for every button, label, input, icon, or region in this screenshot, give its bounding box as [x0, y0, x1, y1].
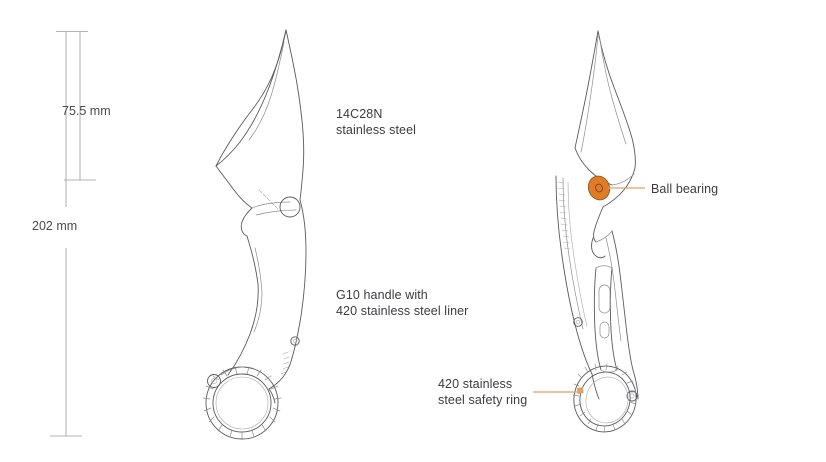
- safety-ring-bore: [215, 376, 269, 430]
- safety-ring-bore-right: [585, 376, 629, 424]
- handle-screw-right-upper: [573, 317, 583, 327]
- ball-bearing-center: [595, 183, 603, 193]
- safety-ring-outer: [205, 366, 279, 440]
- knife-open-view: [202, 29, 307, 440]
- ring-screw: [207, 374, 221, 388]
- pivot-hole: [279, 196, 301, 218]
- safety-ring-highlight: [577, 387, 584, 394]
- blade-steel-callout: 14C28N stainless steel: [336, 107, 417, 137]
- handle-screw-right-lower: [626, 390, 638, 402]
- overall-length-label: 202 mm: [32, 219, 78, 233]
- ring-screw-inner: [211, 378, 217, 384]
- clip-cutout-upper: [598, 284, 611, 314]
- safety-ring-inner: [212, 373, 272, 433]
- knife-closed-view: [555, 30, 639, 433]
- ball-bearing-marker: [587, 175, 611, 201]
- safety-ring-inner-right: [579, 371, 631, 427]
- safety-ring-teeth: [202, 366, 282, 440]
- blade-length-label: 75.5 mm: [62, 104, 111, 118]
- safety-ring-teeth-right: [572, 363, 637, 433]
- clip-cutout-lower: [599, 321, 610, 339]
- dimension-group: [50, 30, 96, 437]
- handle-screw-right-upper-inner: [575, 319, 581, 325]
- leader-group: [533, 187, 645, 393]
- handle-material-callout: G10 handle with 420 stainless steel line…: [336, 288, 469, 318]
- ball-bearing-callout: Ball bearing: [651, 182, 719, 196]
- safety-ring-callout: 420 stainless steel safety ring: [438, 377, 528, 407]
- handle-screw-inner: [292, 338, 298, 344]
- handle-screw: [290, 336, 300, 346]
